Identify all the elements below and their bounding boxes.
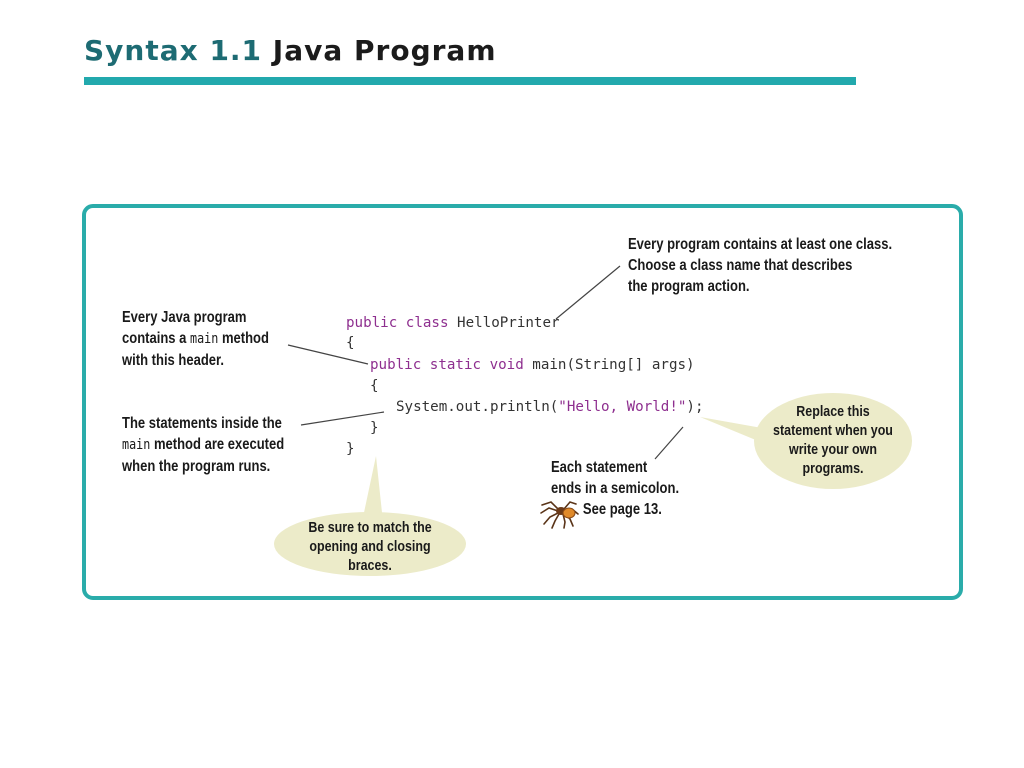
spider-icon [540, 501, 579, 529]
semicolon-pointer-line [654, 426, 684, 460]
annotation-line: contains a main method [122, 328, 269, 350]
braces-bubble [274, 456, 466, 576]
replace-bubble-text: Replace this statement when you write yo… [773, 403, 893, 479]
class-annotation: Every program contains at least one clas… [628, 234, 892, 297]
code-line-println: System.out.println("Hello, World!"); [396, 397, 704, 417]
code-line-main-header: public static void main(String[] args) [370, 355, 695, 375]
code-text: HelloPrinter [448, 315, 560, 331]
annotation-line: Every Java program [122, 309, 247, 326]
annotation-line: ends in a semicolon. [551, 480, 680, 497]
bubble-line: Be sure to match the [308, 520, 432, 536]
code-keyword: public static void [370, 357, 524, 373]
code-text: System.out.println( [396, 399, 559, 415]
code-line-class-declaration: public class HelloPrinter [346, 313, 560, 333]
annotation-line: See page 13. [582, 501, 662, 518]
annotation-line: Each statement [551, 459, 648, 476]
annotation-line: when the program runs. [122, 458, 271, 475]
annotation-text: method [218, 330, 269, 347]
code-text: main(String[] args) [523, 357, 695, 373]
code-text: ); [686, 399, 704, 415]
code-line-open-brace: { [346, 333, 355, 353]
bubble-line: statement when you [773, 423, 893, 439]
bubble-line: opening and closing braces. [309, 539, 431, 574]
slide-title: Syntax 1.1 Java Program [84, 34, 497, 67]
main-pointer-line [287, 344, 369, 365]
bubble-line: write your own [788, 442, 877, 458]
statement-pointer-line [300, 411, 385, 426]
code-keyword: public class [346, 315, 449, 331]
annotation-line: with this header. [122, 352, 225, 369]
annotation-line: Choose a class name that describes [628, 257, 853, 274]
annotation-line: main method are executed [122, 434, 284, 456]
annotation-line: The statements inside the [122, 415, 282, 432]
code-line-close-brace: } [346, 439, 355, 459]
braces-bubble-text: Be sure to match the opening and closing… [293, 519, 448, 576]
annotation-line: the program action. [628, 278, 750, 295]
class-pointer-line [555, 265, 621, 320]
code-line-open-brace-inner: { [370, 376, 379, 396]
main-method-annotation: Every Java program contains a main metho… [122, 307, 269, 371]
title-prefix: Syntax 1.1 [84, 34, 263, 67]
code-text: } [346, 441, 355, 457]
code-line-close-brace-inner: } [370, 418, 379, 438]
bubble-line: Replace this [796, 404, 870, 420]
annotation-code: main [122, 437, 151, 453]
semicolon-annotation: Each statement ends in a semicolon. See … [551, 457, 679, 520]
code-text: } [370, 420, 379, 436]
annotation-line: Every program contains at least one clas… [628, 236, 893, 253]
code-string: "Hello, World!" [558, 399, 687, 415]
annotation-text: contains a [122, 330, 191, 347]
title-underline [84, 77, 856, 85]
annotation-text: method are executed [150, 436, 285, 453]
annotation-code: main [190, 331, 219, 347]
bubble-line: programs. [802, 461, 864, 477]
statements-annotation: The statements inside the main method ar… [122, 413, 284, 477]
code-text: { [346, 335, 355, 351]
replace-bubble [700, 393, 912, 489]
title-main: Java Program [272, 34, 497, 67]
code-text: { [370, 378, 379, 394]
